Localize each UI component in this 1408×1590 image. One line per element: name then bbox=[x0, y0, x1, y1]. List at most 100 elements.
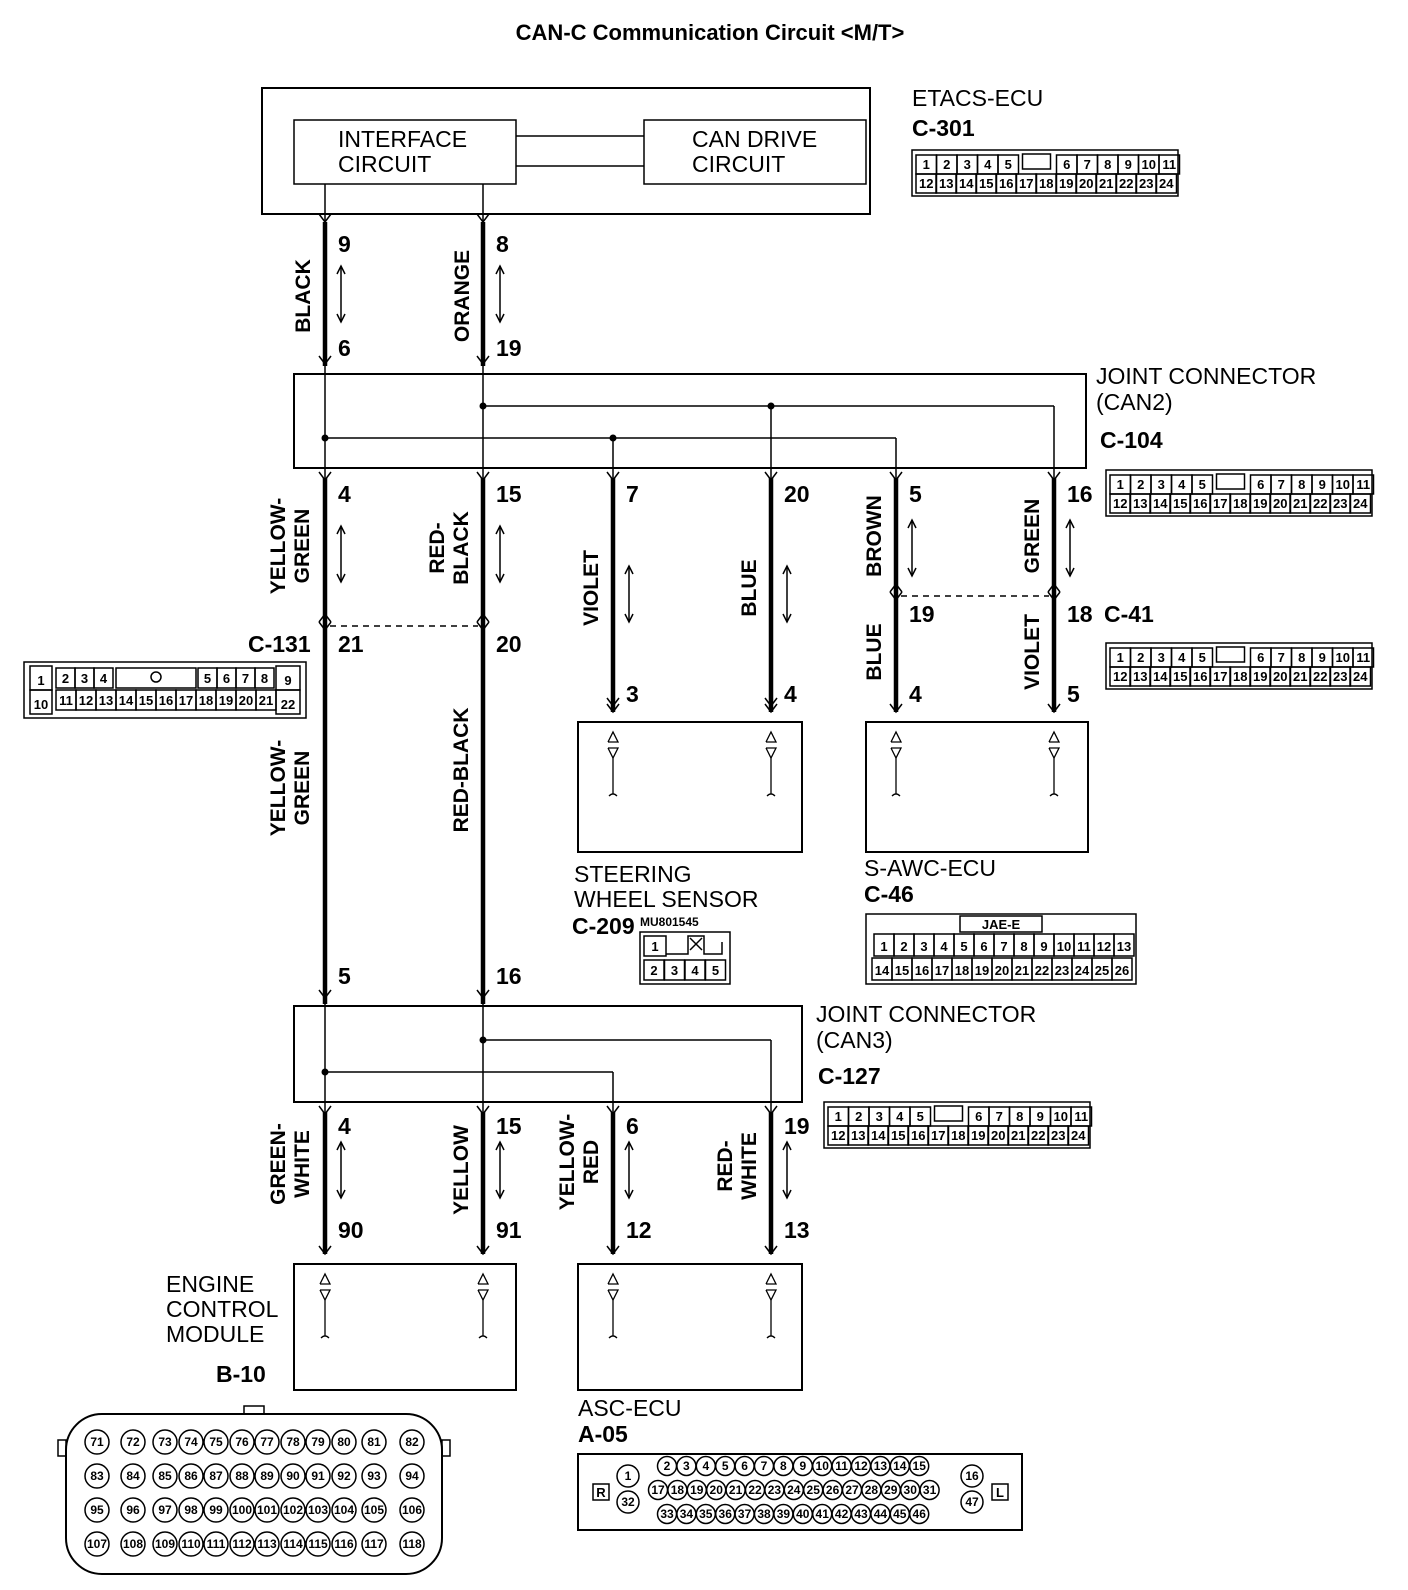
b10-pin-110: 110 bbox=[181, 1537, 201, 1551]
pin-7: 7 bbox=[626, 481, 639, 507]
c46-tag: JAE-E bbox=[982, 917, 1021, 932]
conn-c127-cell-18: 18 bbox=[951, 1128, 965, 1143]
a05-pin-44: 44 bbox=[874, 1507, 888, 1521]
c131-cell-12: 12 bbox=[79, 693, 93, 708]
pin-6b: 6 bbox=[626, 1113, 639, 1139]
b10-pin-81: 81 bbox=[367, 1435, 381, 1449]
c46-cell-24: 24 bbox=[1075, 963, 1090, 978]
pin-4b: 4 bbox=[784, 681, 797, 707]
conn-c301-cell-15: 15 bbox=[979, 176, 993, 191]
conn-c301-cell-21: 21 bbox=[1099, 176, 1113, 191]
c131-cell-18: 18 bbox=[199, 693, 213, 708]
b10-pin-85: 85 bbox=[158, 1469, 172, 1483]
c131-cell-22: 22 bbox=[281, 697, 295, 712]
conn-c127-cell-14: 14 bbox=[871, 1128, 886, 1143]
a05-pin-13: 13 bbox=[874, 1459, 888, 1473]
conn-c301-cell-13: 13 bbox=[939, 176, 953, 191]
a05-pin-6: 6 bbox=[741, 1459, 748, 1473]
a05-pin-40: 40 bbox=[796, 1507, 810, 1521]
wire-green-white-b: WHITE bbox=[291, 1130, 314, 1198]
conn-c301-cell-8: 8 bbox=[1104, 157, 1111, 172]
c209-cell-4: 4 bbox=[691, 963, 699, 978]
conn-c127-cell-17: 17 bbox=[931, 1128, 945, 1143]
conn-c301-cell-7: 7 bbox=[1084, 157, 1091, 172]
wire-labels: BLACK ORANGE YELLOW- GREEN RED- BLACK VI… bbox=[267, 250, 1044, 1215]
b10-pin-108: 108 bbox=[123, 1537, 143, 1551]
pin-4d: 4 bbox=[338, 1113, 351, 1139]
a05-pin-10: 10 bbox=[816, 1459, 830, 1473]
conn-c301-cell-6: 6 bbox=[1063, 157, 1070, 172]
pin-16: 16 bbox=[1067, 481, 1093, 507]
a05-pin-15: 15 bbox=[913, 1459, 927, 1473]
b10-pin-98: 98 bbox=[184, 1503, 198, 1517]
pin-5c: 5 bbox=[338, 963, 351, 989]
b10-pin-79: 79 bbox=[311, 1435, 325, 1449]
s-awc-ecu: S-AWC-ECU C-46 bbox=[864, 721, 1089, 907]
a05-pin-18: 18 bbox=[671, 1483, 685, 1497]
a05-pin-37: 37 bbox=[738, 1507, 752, 1521]
pin-numbers: 9 8 6 19 4 15 7 20 5 16 21 20 19 18 3 4 … bbox=[338, 231, 1093, 1243]
a05-pin-24: 24 bbox=[787, 1483, 801, 1497]
conn-c127-cell-15: 15 bbox=[891, 1128, 905, 1143]
wire-black: BLACK bbox=[292, 259, 315, 333]
b10-pin-109: 109 bbox=[155, 1537, 175, 1551]
b10-pin-94: 94 bbox=[405, 1469, 419, 1483]
conn-c104-cell-4: 4 bbox=[1178, 477, 1186, 492]
conn-c301-cell-19: 19 bbox=[1059, 176, 1073, 191]
can-drive-label-2: CIRCUIT bbox=[692, 151, 785, 177]
wire-blue-1: BLUE bbox=[738, 559, 761, 616]
conn-c127-cell-4: 4 bbox=[896, 1109, 904, 1124]
a05-pin-33: 33 bbox=[660, 1507, 674, 1521]
conn-c41-cell-1: 1 bbox=[1117, 650, 1124, 665]
sawc-code: C-46 bbox=[864, 881, 914, 907]
engine-control-module: ENGINE CONTROL MODULE B-10 bbox=[166, 1263, 517, 1391]
conn-c104-cell-13: 13 bbox=[1133, 496, 1147, 511]
asc-code: A-05 bbox=[578, 1421, 628, 1447]
jc2-code: C-104 bbox=[1100, 427, 1163, 453]
conn-c104-cell-9: 9 bbox=[1319, 477, 1326, 492]
joint-connector-can3 bbox=[293, 1005, 803, 1103]
conn-c127-cell-12: 12 bbox=[831, 1128, 845, 1143]
a05-pin-14: 14 bbox=[893, 1459, 907, 1473]
c46-cell-16: 16 bbox=[915, 963, 929, 978]
conn-c41-cell-14: 14 bbox=[1153, 669, 1168, 684]
a05-pin-5: 5 bbox=[722, 1459, 729, 1473]
conn-c41-cell-17: 17 bbox=[1213, 669, 1227, 684]
conn-c41-cell-2: 2 bbox=[1137, 650, 1144, 665]
jc3-code: C-127 bbox=[818, 1063, 881, 1089]
wire-violet-1: VIOLET bbox=[580, 550, 603, 626]
c131-cell-6: 6 bbox=[223, 671, 230, 686]
b10-pin-86: 86 bbox=[184, 1469, 198, 1483]
conn-c127-cell-21: 21 bbox=[1011, 1128, 1025, 1143]
steering-part-number: MU801545 bbox=[640, 915, 699, 929]
jc3-name: JOINT CONNECTOR bbox=[816, 1001, 1036, 1027]
conn-c301-cell-24: 24 bbox=[1159, 176, 1174, 191]
conn-c41-cell-8: 8 bbox=[1298, 650, 1305, 665]
wire-yellow-green-2: YELLOW- bbox=[267, 740, 290, 836]
a05-pin-22: 22 bbox=[748, 1483, 762, 1497]
pin-15: 15 bbox=[496, 481, 522, 507]
a05-pin-12: 12 bbox=[854, 1459, 868, 1473]
c46-cell-10: 10 bbox=[1057, 939, 1071, 954]
a05-pin-19: 19 bbox=[690, 1483, 704, 1497]
c209-cell-1: 1 bbox=[651, 939, 658, 954]
c131-cell-10: 10 bbox=[34, 697, 48, 712]
c46-cell-17: 17 bbox=[935, 963, 949, 978]
conn-c41-cell-11: 11 bbox=[1356, 650, 1370, 665]
a05-pin-2: 2 bbox=[664, 1459, 671, 1473]
b10-pin-76: 76 bbox=[235, 1435, 249, 1449]
c46-cell-6: 6 bbox=[980, 939, 987, 954]
conn-c301-cell-2: 2 bbox=[943, 157, 950, 172]
conn-c301-cell-10: 10 bbox=[1142, 157, 1156, 172]
c46-cell-13: 13 bbox=[1117, 939, 1131, 954]
conn-c104-cell-14: 14 bbox=[1153, 496, 1168, 511]
ecm-name-3: MODULE bbox=[166, 1321, 264, 1347]
b10-pin-87: 87 bbox=[209, 1469, 223, 1483]
conn-c104-cell-10: 10 bbox=[1336, 477, 1350, 492]
pin-12: 12 bbox=[626, 1217, 652, 1243]
pin-4c: 4 bbox=[909, 681, 922, 707]
conn-c41-cell-6: 6 bbox=[1257, 650, 1264, 665]
jc2-name: JOINT CONNECTOR bbox=[1096, 363, 1316, 389]
